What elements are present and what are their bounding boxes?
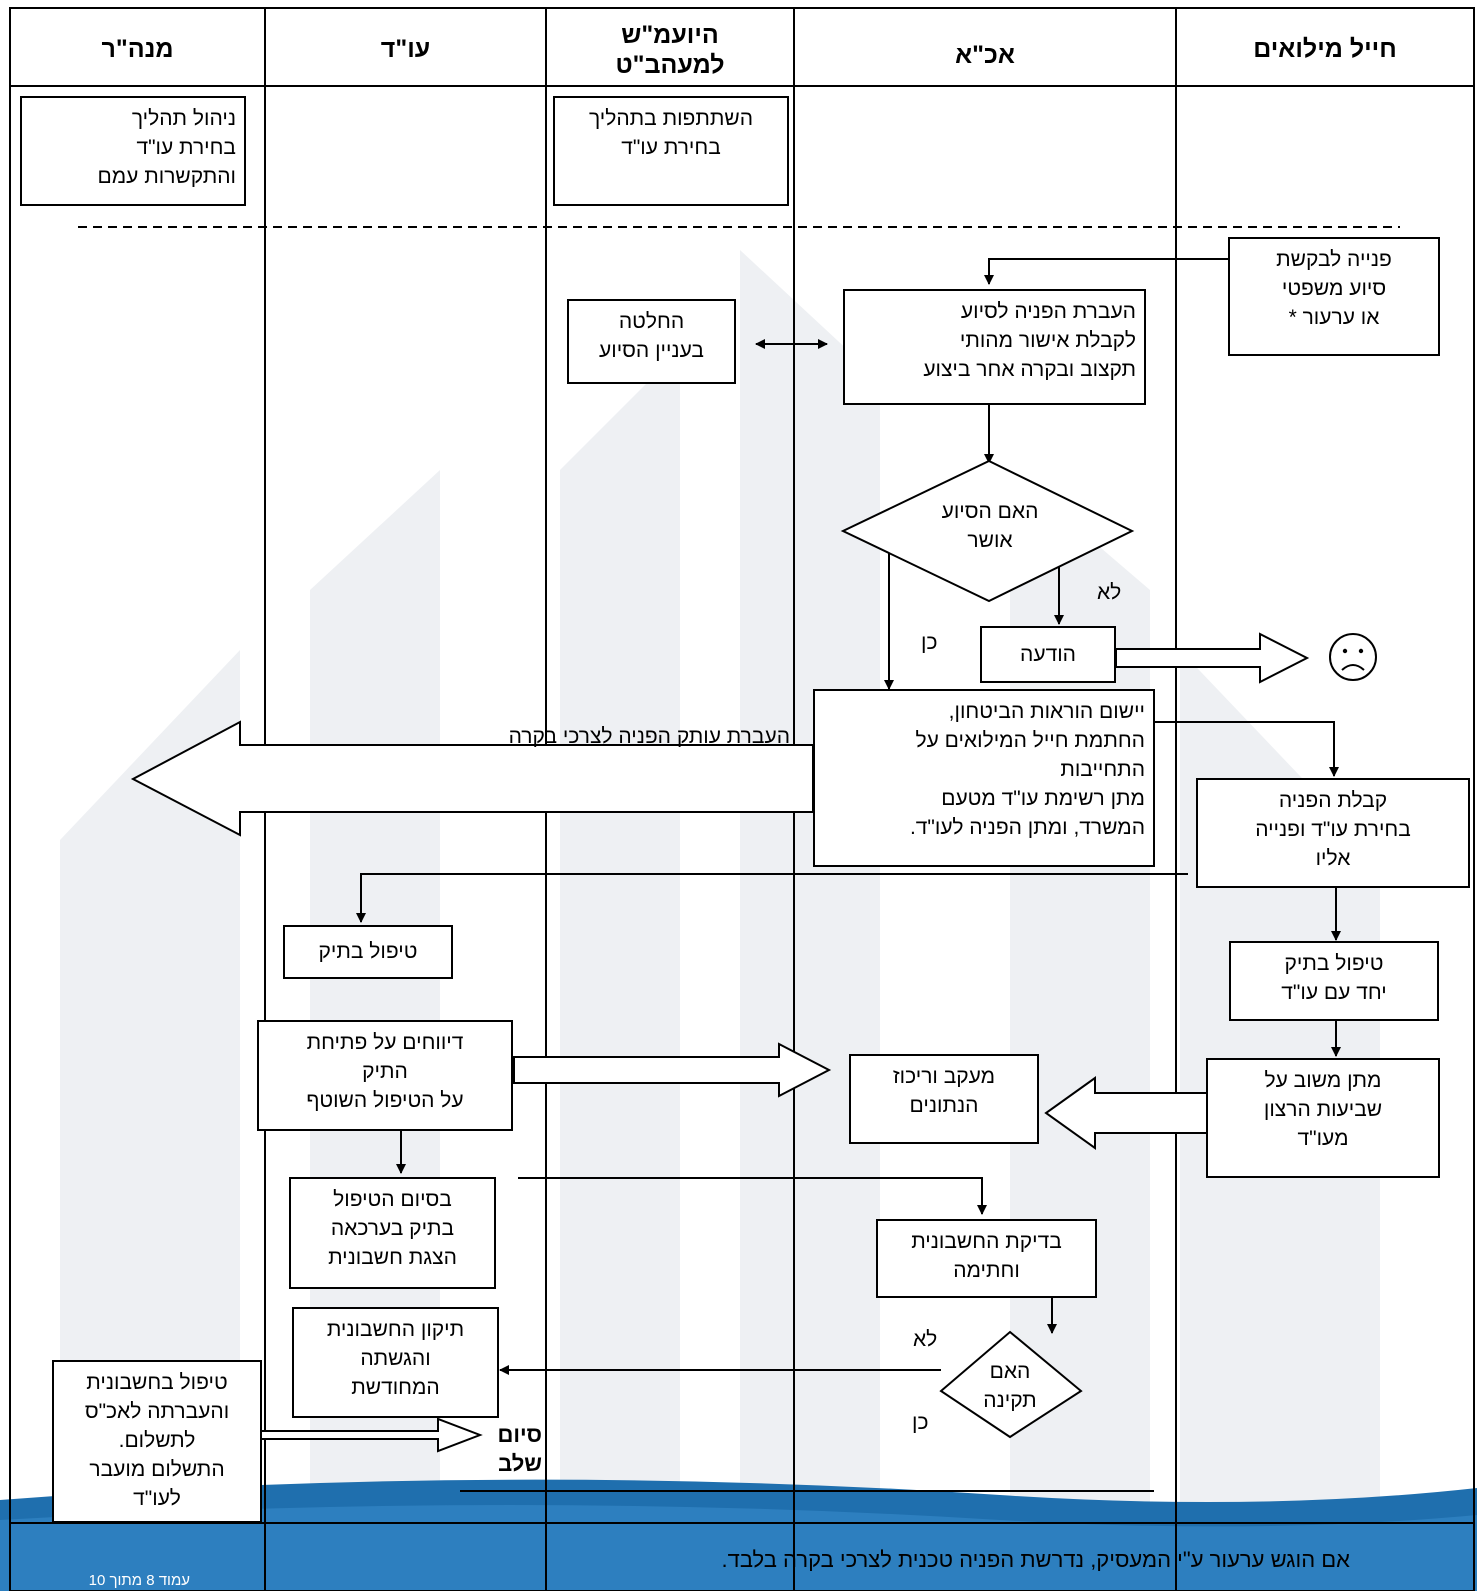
end-treatment-box: בסיום הטיפול בתיק בערכאה הצגת חשבונית [289,1177,496,1289]
question-valid-text: האם תקינה [983,1360,1037,1412]
column-header-personnel: אכ"א [955,41,1015,69]
check-invoice-box: בדיקת החשבונית וחתימה [876,1219,1097,1298]
decision-box: החלטה בעניין הסיוע [567,299,736,384]
feedback-box: מתן משוב על שביעות הרצון מעו"ד [1206,1058,1440,1178]
question-approved-text: האם הסיוע אושר [941,500,1039,552]
notice-box: הודעה [980,626,1116,683]
footnote: אם הוגש ערעור ע"י המעסיק, נדרשת הפניה טכ… [721,1547,1350,1572]
receive-box: קבלת הפניה בחירת עו"ד ופנייה אליו [1196,778,1470,888]
tracking-box: מעקב וריכוז הנתונים [849,1054,1039,1144]
page-number: עמוד 8 מתוך 10 [88,1572,190,1589]
no-label-2: לא [913,1328,938,1351]
stage-end-text: סיום שלב [497,1422,542,1476]
participate-box: השתתפות בתהליך בחירת עו"ד [553,96,789,206]
manage-process-box: ניהול תהליך בחירת עו"ד והתקשרות עמם [20,96,246,206]
yes-label-2: כן [912,1411,929,1434]
handle-file-soldier-box: טיפול בתיק יחד עם עו"ד [1229,941,1439,1021]
column-header-legal-advisor: היועמ"ש למעהב"ט [615,21,725,79]
column-header-management: מנה"ר [101,35,174,63]
column-header-lawyer: עו"ד [380,35,431,63]
no-label-1: לא [1097,581,1122,604]
reports-box: דיווחים על פתיחת התיק על הטיפול השוטף [257,1020,513,1131]
column-header-reservist: חייל מילואים [1253,35,1397,63]
implement-box: יישום הוראות הביטחון, החתמת חייל המילואי… [813,689,1155,867]
request-box: פנייה לבקשת סיוע משפטי או ערעור * [1228,237,1440,356]
invoice-handling-box: טיפול בחשבונית והעברתה לאכ"ס לתשלום. התש… [52,1360,262,1523]
fix-invoice-box: תיקון החשבונית והגשתה המחודשת [292,1307,499,1418]
yes-label-1: כן [921,631,938,654]
handle-file-lawyer-box: טיפול בתיק [283,925,453,979]
transfer-request-box: העברת הפניה לסיוע לקבלת אישור מהותי תקצו… [843,289,1146,405]
copy-transfer-text: העברת עותק הפניה לצרכי בקרה [508,725,790,748]
